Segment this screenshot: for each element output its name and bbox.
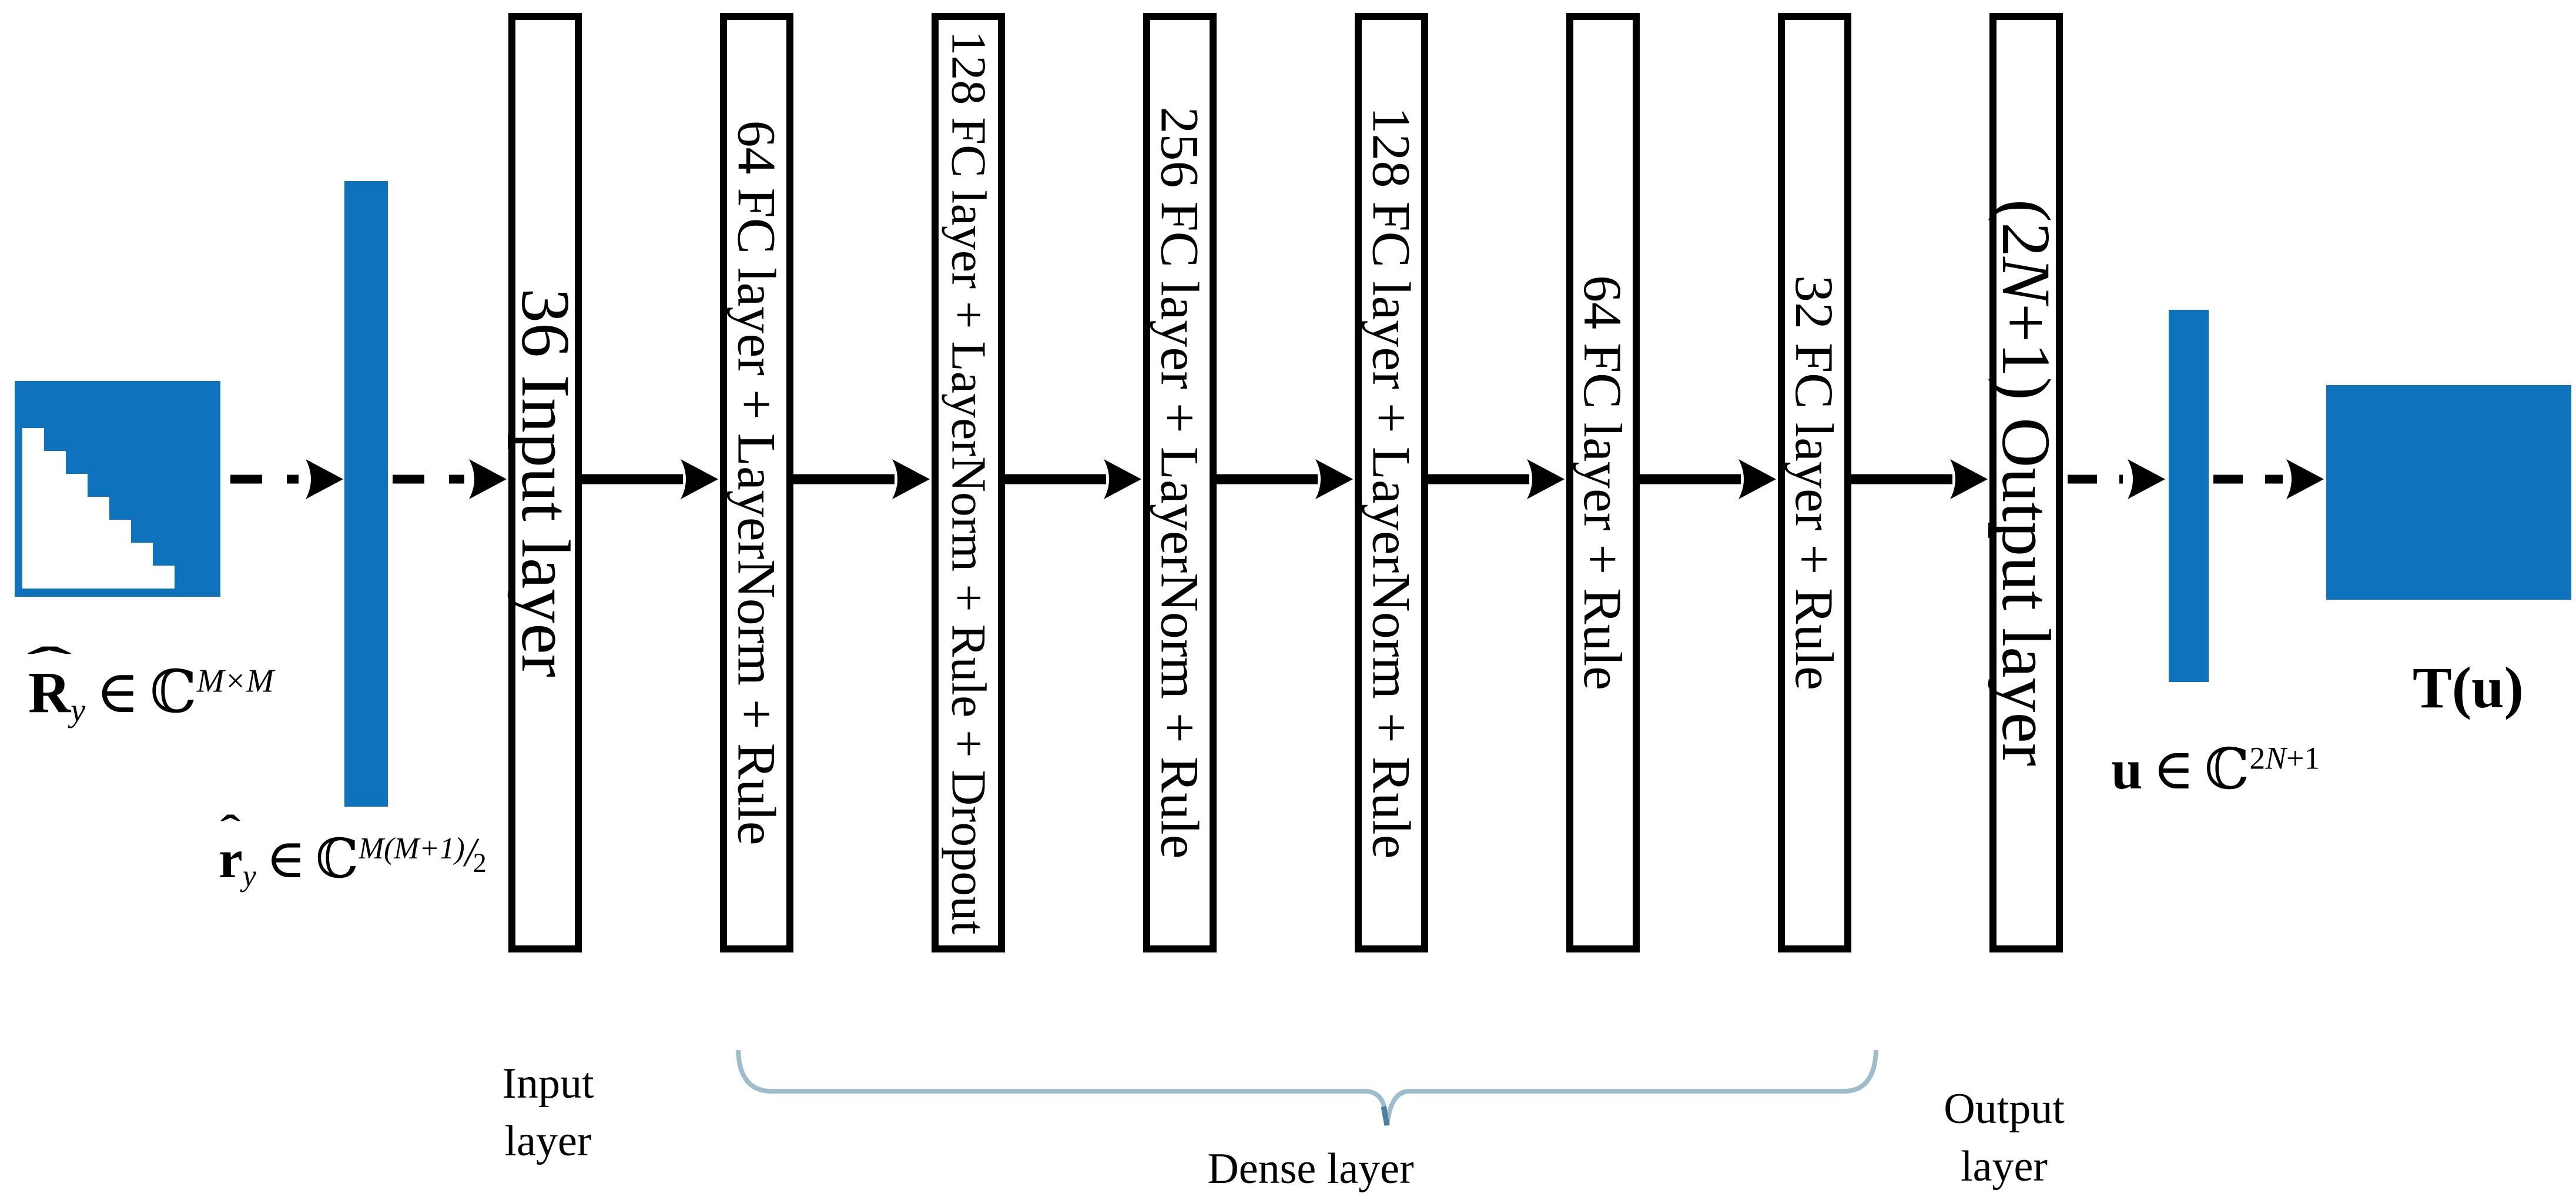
solid-arrow [1428,459,1565,499]
layer-box-label: 256 FC layer + LayerNorm + Rule [1150,106,1210,859]
output-vector-formula: u∈ℂ2N+1 [2111,738,2320,801]
layer-box-label: 36 Input layer [507,288,584,677]
dashed-arrow [2213,459,2324,499]
layer-box-label: (2N+1) Output layer [1988,199,2065,767]
solid-arrow [582,459,718,499]
layer-box-output: (2N+1) Output layer [1988,13,2065,952]
solid-arrow [1640,459,1776,499]
output-vector-bar [2169,310,2209,682]
layer-box-dense-2: 128 FC layer + LayerNorm + Rule + Dropou… [932,13,1005,952]
solid-arrow [793,459,930,499]
output-matrix-icon [2326,385,2571,600]
hat-accent: ˆ [220,807,241,853]
solid-arrow [1005,459,1141,499]
layer-box-input: 36 Input layer [507,13,584,952]
layer-box-dense-6: 32 FC layer + Rule [1778,13,1851,952]
layer-box-label: 64 FC layer + Rule [1573,275,1633,691]
dashed-arrow [393,459,507,499]
layer-box-dense-3: 256 FC layer + LayerNorm + Rule [1143,13,1217,952]
layer-box-label: 128 FC layer + LayerNorm + Rule + Dropou… [941,31,996,935]
dashed-arrow [230,459,343,499]
layer-box-dense-5: 64 FC layer + Rule [1566,13,1640,952]
layer-box-label: 32 FC layer + Rule [1784,275,1845,691]
input-layer-caption: Input layer [502,1059,594,1165]
solid-arrow [1851,459,1988,499]
solid-arrow [1217,459,1353,499]
layer-box-dense-1: 64 FC layer + LayerNorm + Rule [720,13,793,952]
layer-box-label: 64 FC layer + LayerNorm + Rule [726,120,787,845]
layer-box-dense-4: 128 FC layer + LayerNorm + Rule [1355,13,1428,952]
dense-layer-brace [736,1049,1878,1126]
covariance-matrix-icon [15,381,220,597]
dense-layer-caption: Dense layer [1207,1145,1414,1193]
input-vector-bar [344,181,388,807]
output-transform-label: T(u) [2413,655,2524,720]
output-layer-caption: Output layer [1944,1085,2065,1191]
dashed-arrow [2068,459,2165,499]
layer-box-label: 128 FC layer + LayerNorm + Rule [1361,106,1422,859]
hat-accent: ˆ [26,638,72,690]
